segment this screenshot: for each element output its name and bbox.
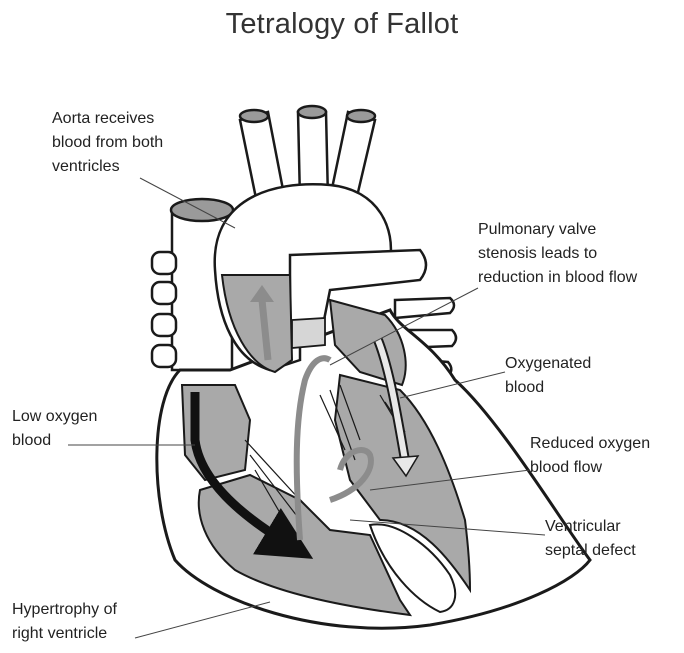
label-pulmonary-valve-stenosis: Pulmonary valve stenosis leads to reduct… [478,218,637,290]
label-reduced-oxygen-flow: Reduced oxygen blood flow [530,432,650,480]
label-aorta: Aorta receives blood from both ventricle… [52,107,163,179]
pulmonary-valve [292,318,325,348]
label-ventricular-septal-defect: Ventricular septal defect [545,515,636,563]
label-hypertrophy-right-ventricle: Hypertrophy of right ventricle [12,598,117,646]
label-oxygenated-blood: Oxygenated blood [505,352,591,400]
label-low-oxygen-blood: Low oxygen blood [12,405,97,453]
